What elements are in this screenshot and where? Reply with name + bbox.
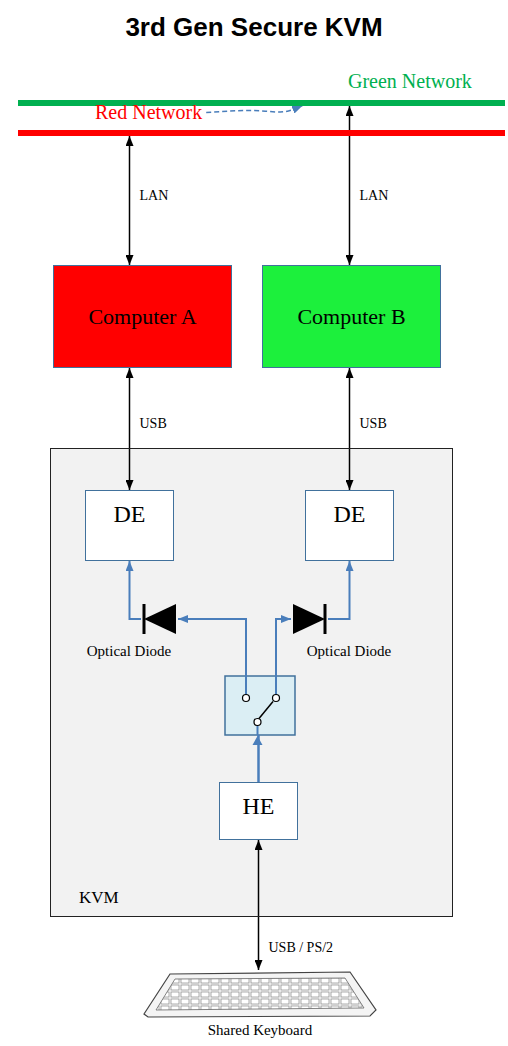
node-label: DE <box>114 501 146 529</box>
device-emulator-box: DE <box>85 490 174 561</box>
node-label: Computer B <box>293 304 411 329</box>
node-label: Green Network <box>348 70 472 93</box>
connector-label: USB / PS/2 <box>269 940 334 956</box>
node-label: HE <box>243 793 275 821</box>
connector <box>328 561 350 619</box>
computer-box: Computer A <box>53 265 232 368</box>
connector-label: USB <box>140 416 167 432</box>
node-label: KVM <box>79 888 119 908</box>
connector <box>258 840 260 970</box>
optical-diode: Optical Diode <box>141 603 178 635</box>
optical-diode: Optical Diode <box>291 603 328 635</box>
diode-symbol <box>141 603 178 635</box>
connector-label: LAN <box>360 188 389 204</box>
connector <box>129 136 131 265</box>
node-label: DE <box>334 501 366 529</box>
connector-label: LAN <box>140 188 169 204</box>
node-label: Optical Diode <box>87 643 172 660</box>
connector <box>259 619 292 782</box>
keyboard-picture: Shared Keyboard <box>140 970 380 1018</box>
diagram-title: 3rd Gen Secure KVM <box>0 12 508 43</box>
device-emulator-box: DE <box>305 490 394 561</box>
diode-symbol <box>291 603 328 635</box>
kvm-housing: KVMDEDEOptical DiodeOptical DiodeHE <box>50 448 453 917</box>
connector <box>130 561 142 619</box>
connector <box>178 619 259 782</box>
keyboard-drawing <box>140 970 380 1018</box>
network-bus: Green Network <box>18 100 505 106</box>
connector <box>349 368 351 490</box>
switch-symbol <box>225 676 295 735</box>
node-label: Red Network <box>95 101 202 124</box>
node-label: Shared Keyboard <box>208 1022 313 1039</box>
node-label: Optical Diode <box>307 643 392 660</box>
connector <box>129 368 131 490</box>
network-bus: Red Network <box>18 130 505 136</box>
computer-box: Computer B <box>262 265 441 368</box>
connector-label: USB <box>360 416 387 432</box>
connector <box>206 106 302 113</box>
kvm-housing-fill <box>50 448 453 917</box>
node-label: Computer A <box>84 304 202 329</box>
host-emulator-box: HE <box>219 782 298 840</box>
